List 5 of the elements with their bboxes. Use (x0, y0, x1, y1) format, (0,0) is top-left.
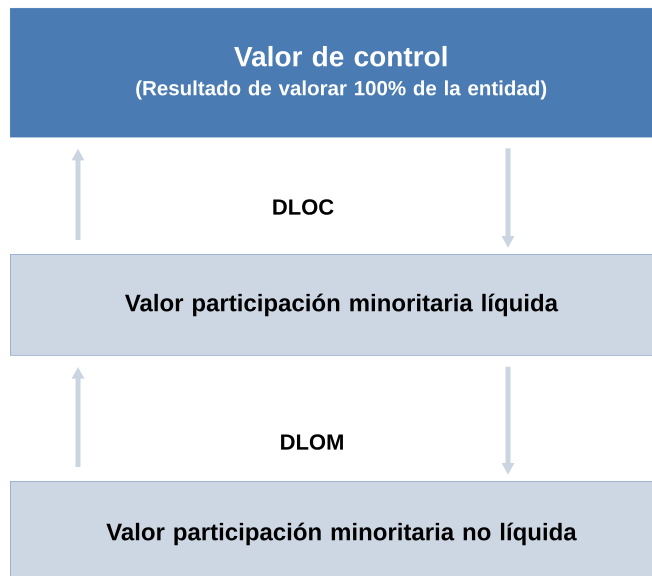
discount-label: DLOC (273, 199, 334, 215)
discount-label: DLOM (281, 434, 343, 450)
value-box: Valor participación minoritaria no líquida (10, 481, 652, 576)
value-box: Valor participación minoritaria líquida (10, 254, 652, 356)
header-box: Valor de control (Resultado de valorar 100% de la entidad) (10, 8, 652, 138)
